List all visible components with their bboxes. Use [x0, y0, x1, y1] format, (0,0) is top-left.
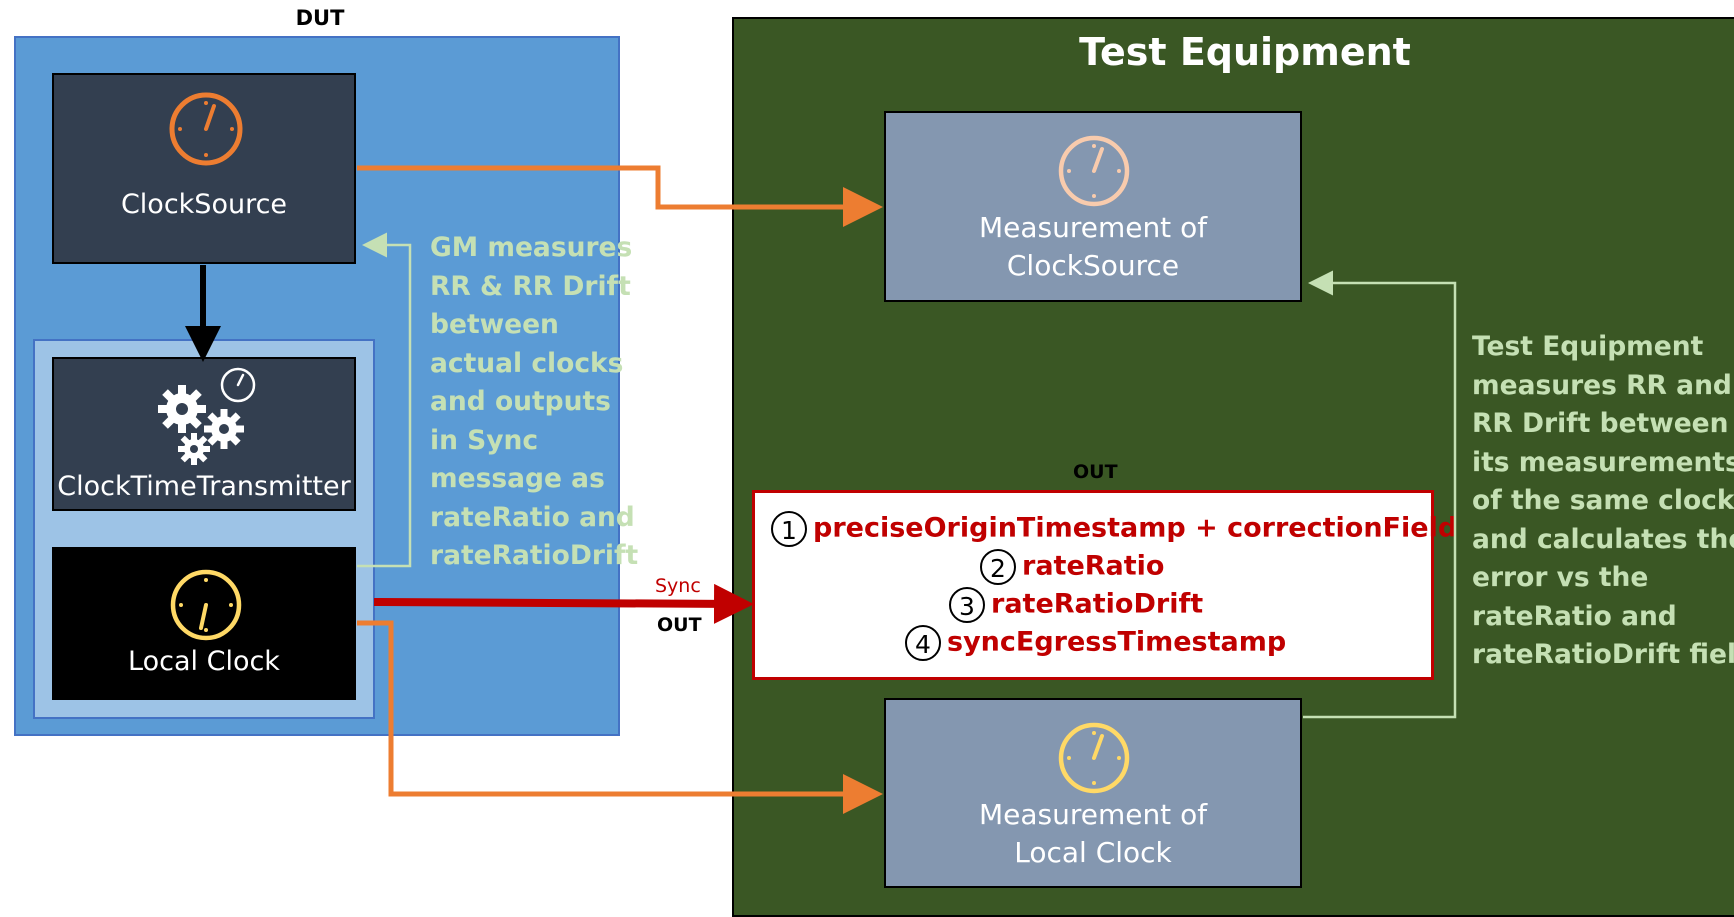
measurement-clocksource-label: Measurement of ClockSource — [978, 211, 1208, 282]
gm-feedback-arrow — [357, 232, 412, 568]
field-text: rateRatioDrift — [991, 588, 1204, 620]
field-number-badge: 4 — [905, 625, 941, 661]
clock-icon — [1058, 135, 1130, 207]
clocksource-label: ClockSource — [120, 189, 288, 220]
local-clock-label: Local Clock — [128, 646, 280, 677]
gears-icon — [158, 367, 256, 465]
sync-label: Sync — [655, 575, 701, 597]
clock-icon — [169, 92, 243, 166]
te-feedback-arrow — [1303, 270, 1457, 719]
out-arrow-label: OUT — [657, 614, 702, 636]
clock-icon — [1058, 722, 1130, 794]
field-number-badge: 1 — [771, 511, 807, 547]
clock-icon — [170, 569, 242, 641]
field-number-badge: 3 — [949, 587, 985, 623]
measurement-clocksource-box: Measurement of ClockSource — [884, 111, 1302, 302]
field-text: rateRatio — [1022, 550, 1165, 582]
measurement-localclock-label: Measurement of Local Clock — [978, 798, 1208, 869]
field-text: preciseOriginTimestamp + correctionField — [813, 512, 1458, 544]
clocksource-to-measurement-arrow — [357, 165, 883, 227]
test-equipment-title: Test Equipment — [1079, 30, 1411, 74]
local-clock-box: Local Clock — [52, 547, 356, 700]
dut-title: DUT — [295, 6, 345, 30]
clock-time-transmitter-box: ClockTimeTransmitter — [52, 357, 356, 511]
out-box-label: OUT — [1073, 461, 1118, 483]
clocksource-box: ClockSource — [52, 73, 356, 264]
localclock-to-measurement-arrow — [357, 620, 883, 814]
field-number-badge: 2 — [980, 549, 1016, 585]
measurement-localclock-box: Measurement of Local Clock — [884, 698, 1302, 888]
sync-out-arrow — [373, 583, 754, 624]
clock-time-transmitter-label: ClockTimeTransmitter — [57, 471, 351, 502]
field-text: syncEgressTimestamp — [947, 626, 1287, 658]
